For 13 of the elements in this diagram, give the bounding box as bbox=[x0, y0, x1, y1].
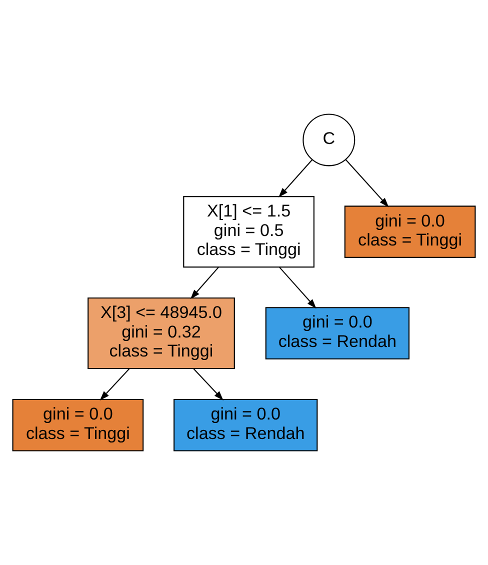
arrow bbox=[190, 266, 220, 300]
arrow bbox=[193, 368, 224, 400]
node-box: gini = 0.0 class = Tinggi bbox=[344, 206, 476, 258]
node-circle: C bbox=[302, 114, 356, 166]
node-box: gini = 0.0 class = Rendah bbox=[265, 307, 410, 360]
node-box: gini = 0.0 class = Rendah bbox=[174, 398, 318, 452]
arrow bbox=[100, 368, 130, 400]
arrow bbox=[278, 266, 316, 309]
node-box: X[3] <= 48945.0 gini = 0.32 class = Tinggi bbox=[88, 297, 235, 370]
arrow bbox=[278, 159, 313, 198]
node-box: X[1] <= 1.5 gini = 0.5 class = Tinggi bbox=[183, 196, 314, 268]
node-box: gini = 0.0 class = Tinggi bbox=[12, 398, 144, 452]
arrow bbox=[345, 159, 389, 208]
